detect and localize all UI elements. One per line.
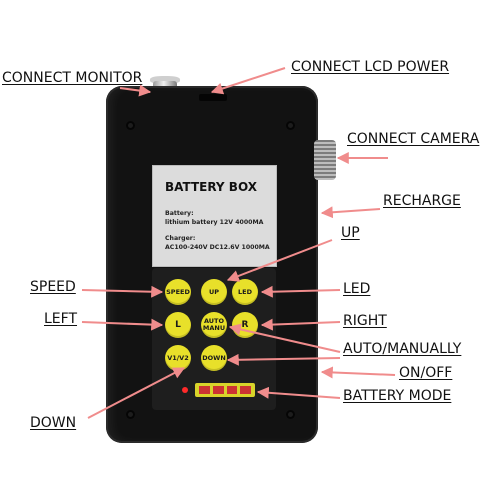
arrow-recharge <box>320 206 381 219</box>
up-button-label: UP <box>208 287 220 296</box>
label-down: DOWN <box>30 415 77 431</box>
label-battery-mode: BATTERY MODE <box>343 388 452 404</box>
screw-bottom-left <box>126 410 135 419</box>
arrow-speed <box>81 285 164 298</box>
label-on-off: ON/OFF <box>399 365 453 381</box>
battery-level-indicator <box>195 383 255 397</box>
arrow-left <box>81 318 164 331</box>
label-led: LED <box>343 281 371 297</box>
arrow-connect-lcd-power <box>210 67 286 95</box>
right-button-label: R <box>241 319 249 330</box>
screw-top-right <box>286 121 295 130</box>
battery-bar-1 <box>199 386 210 394</box>
label-auto-manually: AUTO/MANUALLY <box>343 341 462 357</box>
battery-bar-2 <box>212 386 224 394</box>
arrow-on-off <box>320 366 396 379</box>
camera-connector <box>314 140 336 180</box>
led-button[interactable]: LED <box>232 279 258 305</box>
speed-button-label: SPEED <box>166 287 190 296</box>
arrow-connect-monitor <box>119 84 152 97</box>
arrow-down-bottom <box>87 367 186 419</box>
label-connect-lcd-power: CONNECT LCD POWER <box>291 59 450 75</box>
left-button[interactable]: L <box>165 312 191 338</box>
arrow-down <box>226 353 341 366</box>
label-left: LEFT <box>44 311 78 327</box>
battery-spec: lithium battery 12V 4000MA <box>165 219 264 226</box>
v1v2-button[interactable]: V1/V2 <box>165 345 191 371</box>
auto-manu-button[interactable]: AUTO MANU <box>201 312 227 338</box>
speed-button[interactable]: SPEED <box>165 279 191 305</box>
battery-bar-4 <box>240 386 251 394</box>
arrow-led <box>260 285 341 298</box>
arrow-auto-manually <box>228 323 341 353</box>
left-button-label: L <box>175 319 181 330</box>
arrow-right <box>260 318 341 331</box>
label-recharge: RECHARGE <box>383 193 461 209</box>
battery-bar-3 <box>226 386 238 394</box>
v1v2-button-label: V1/V2 <box>167 353 189 362</box>
up-button[interactable]: UP <box>201 279 227 305</box>
led-button-label: LED <box>238 287 252 296</box>
screw-bottom-right <box>286 410 295 419</box>
label-up: UP <box>341 225 360 241</box>
label-connect-camera: CONNECT CAMERA <box>347 131 480 147</box>
sticker-title: BATTERY BOX <box>165 180 257 194</box>
battery-box-sticker: BATTERY BOX Battery: lithium battery 12V… <box>152 165 277 267</box>
screw-top-left <box>126 121 135 130</box>
arrow-battery-mode <box>256 386 341 399</box>
label-right: RIGHT <box>343 313 387 329</box>
lcd-power-port <box>199 94 227 101</box>
label-speed: SPEED <box>30 279 76 295</box>
down-button-label: DOWN <box>202 353 226 362</box>
charger-spec: AC100-240V DC12.6V 1000MA <box>165 244 270 251</box>
charger-heading: Charger: <box>165 235 196 242</box>
label-connect-monitor: CONNECT MONITOR <box>2 70 143 86</box>
auto-label: AUTO <box>203 317 225 325</box>
battery-heading: Battery: <box>165 210 194 217</box>
power-led <box>182 387 188 393</box>
arrow-up <box>226 239 333 282</box>
manu-label: MANU <box>202 324 226 332</box>
monitor-connector-cap <box>150 76 180 84</box>
down-button[interactable]: DOWN <box>201 345 227 371</box>
